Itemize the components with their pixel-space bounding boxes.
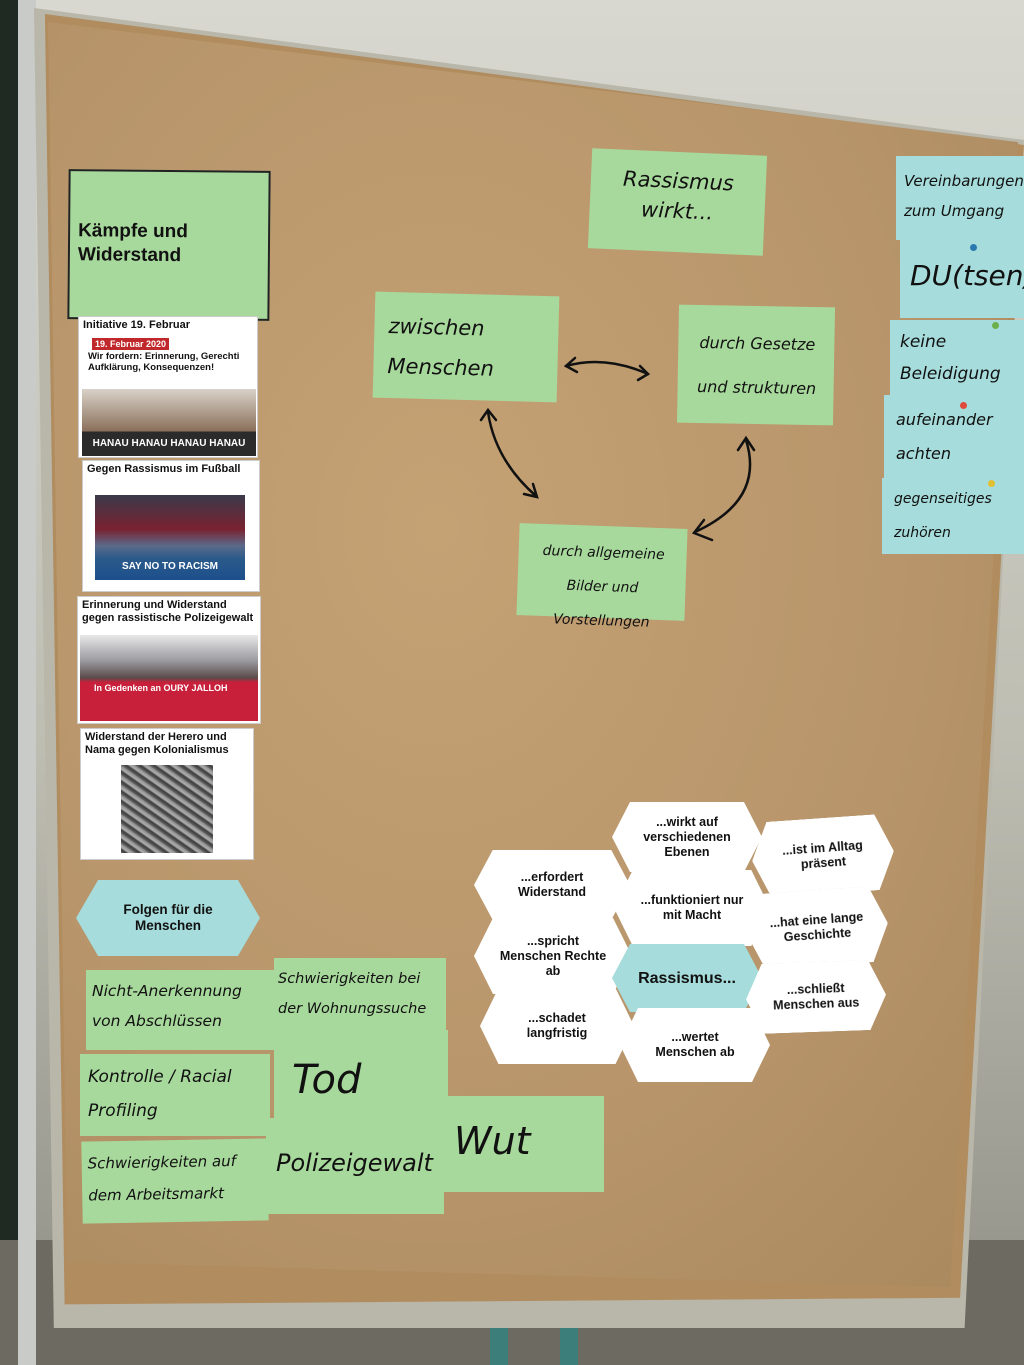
photo-caption: Erinnerung und Widerstand gegen rassisti… [82, 599, 254, 624]
agreement-card-achten: aufeinander achten [884, 395, 1024, 485]
center-heading-text: Rassismus wirkt... [622, 166, 735, 225]
banner-text: SAY NO TO RACISM [122, 561, 218, 572]
hex-item-text: ...ist im Alltag präsent [781, 838, 864, 872]
photo-card-polizeigewalt: Erinnerung und Widerstand gegen rassisti… [77, 596, 261, 724]
hex-item: ...wertet Menschen ab [620, 1008, 770, 1082]
node-images-text: durch allgemeine Bilder und Vorstellunge… [542, 542, 665, 631]
pin-icon [960, 402, 967, 409]
consequence-text: Schwierigkeiten bei der Wohnungssuche [278, 971, 427, 1017]
agreement-text: aufeinander achten [896, 410, 993, 463]
hex-item: ...schadet langfristig [480, 988, 634, 1064]
photo-fussball-image: SAY NO TO RACISM [95, 495, 245, 580]
hanau-sign: HANAU HANAU HANAU HANAU [92, 438, 246, 449]
photo-caption: Initiative 19. Februar [83, 319, 190, 331]
hex-item-text: ...spricht Menschen Rechte ab [499, 933, 607, 978]
node-people-text: zwischen Menschen [387, 313, 495, 381]
node-images-card: durch allgemeine Bilder und Vorstellunge… [516, 523, 688, 631]
pin-icon [970, 244, 977, 251]
consequence-text: Polizeigewalt [276, 1149, 433, 1177]
agreement-text: DU(tsen) [910, 259, 1024, 292]
photo-herero-image [121, 765, 213, 853]
photo-card-hanau: Initiative 19. Februar 19. Februar 2020 … [78, 316, 258, 458]
photo-hanau-image: 19. Februar 2020 Wir fordern: Erinnerung… [82, 334, 256, 456]
photo-caption: Gegen Rassismus im Fußball [87, 463, 241, 475]
hex-center: Rassismus... [612, 944, 762, 1012]
consequence-text: Nicht-Anerkennung von Abschlüssen [92, 982, 242, 1030]
hex-item: ...hat eine lange Geschichte [744, 885, 891, 971]
node-laws-text: durch Gesetze und strukturen [696, 333, 817, 399]
pin-icon [992, 322, 999, 329]
hex-item-text: ...wirkt auf verschiedenen Ebenen [643, 814, 731, 859]
hex-item-text: ...erfordert Widerstand [518, 870, 586, 899]
consequence-text: Tod [292, 1057, 362, 1103]
consequences-heading-hex: Folgen für die Menschen [76, 880, 260, 956]
consequence-text: Kontrolle / Racial Profiling [88, 1067, 232, 1121]
banner-text: Wir fordern: Erinnerung, Gerechti Aufklä… [88, 351, 240, 373]
hex-item: ...schließt Menschen aus [745, 960, 887, 1035]
node-people-card: zwischen Menschen [372, 291, 560, 403]
hex-item-text: ...hat eine lange Geschichte [769, 909, 864, 945]
title-card: Kämpfe und Widerstand [67, 169, 271, 321]
agreement-card-beleidigung: keine Beleidigung [890, 320, 1024, 404]
agreement-text: gegenseitiges zuhören [894, 491, 992, 541]
title-card-text: Kämpfe und Widerstand [77, 220, 188, 267]
agreements-heading-text: Vereinbarungen zum Umgang [904, 172, 1024, 220]
photo-card-fussball: Gegen Rassismus im Fußball SAY NO TO RAC… [82, 460, 260, 592]
consequence-card: Polizeigewalt [266, 1118, 444, 1214]
pin-icon [988, 480, 995, 487]
hex-item: ...wirkt auf verschiedenen Ebenen [612, 802, 762, 872]
center-heading-card: Rassismus wirkt... [587, 148, 768, 256]
hex-item-text: ...wertet Menschen ab [655, 1030, 735, 1059]
agreement-card-dutsen: DU(tsen) [900, 240, 1024, 318]
consequence-card: Schwierigkeiten auf dem Arbeitsmarkt [81, 1138, 269, 1224]
banner-text: In Gedenken an OURY JALLOH [94, 683, 228, 693]
consequence-card: Schwierigkeiten bei der Wohnungssuche [274, 958, 446, 1040]
hex-item: ...funktioniert nur mit Macht [614, 870, 770, 946]
photo-caption: Widerstand der Herero und Nama gegen Kol… [85, 731, 229, 756]
consequence-text: Schwierigkeiten auf dem Arbeitsmarkt [87, 1151, 237, 1205]
hex-item: ...ist im Alltag präsent [750, 813, 897, 899]
agreements-heading-card: Vereinbarungen zum Umgang [896, 156, 1024, 240]
agreement-card-zuhoeren: gegenseitiges zuhören [882, 478, 1024, 554]
node-laws-card: durch Gesetze und strukturen [676, 304, 836, 426]
hex-item: ...spricht Menschen Rechte ab [474, 918, 632, 994]
hex-center-text: Rassismus... [638, 969, 736, 987]
banner-date: 19. Februar 2020 [92, 338, 170, 350]
board-frame [18, 0, 1023, 1365]
hex-item-text: ...schließt Menschen aus [772, 981, 860, 1013]
photo-polizeigewalt-image: In Gedenken an OURY JALLOH [80, 635, 258, 721]
hex-item: ...erfordert Widerstand [474, 850, 630, 920]
hex-item-text: ...funktioniert nur mit Macht [640, 893, 744, 922]
consequence-card: Wut [440, 1096, 604, 1192]
hex-item-text: ...schadet langfristig [526, 1011, 588, 1040]
consequence-text: Wut [454, 1119, 531, 1163]
consequence-card: Kontrolle / Racial Profiling [80, 1054, 270, 1136]
consequence-card: Nicht-Anerkennung von Abschlüssen [86, 970, 276, 1050]
photo-card-herero: Widerstand der Herero und Nama gegen Kol… [80, 728, 254, 860]
agreement-text: keine Beleidigung [900, 332, 1001, 384]
consequence-card: Tod [274, 1030, 448, 1130]
consequences-heading-text: Folgen für die Menschen [123, 902, 213, 933]
